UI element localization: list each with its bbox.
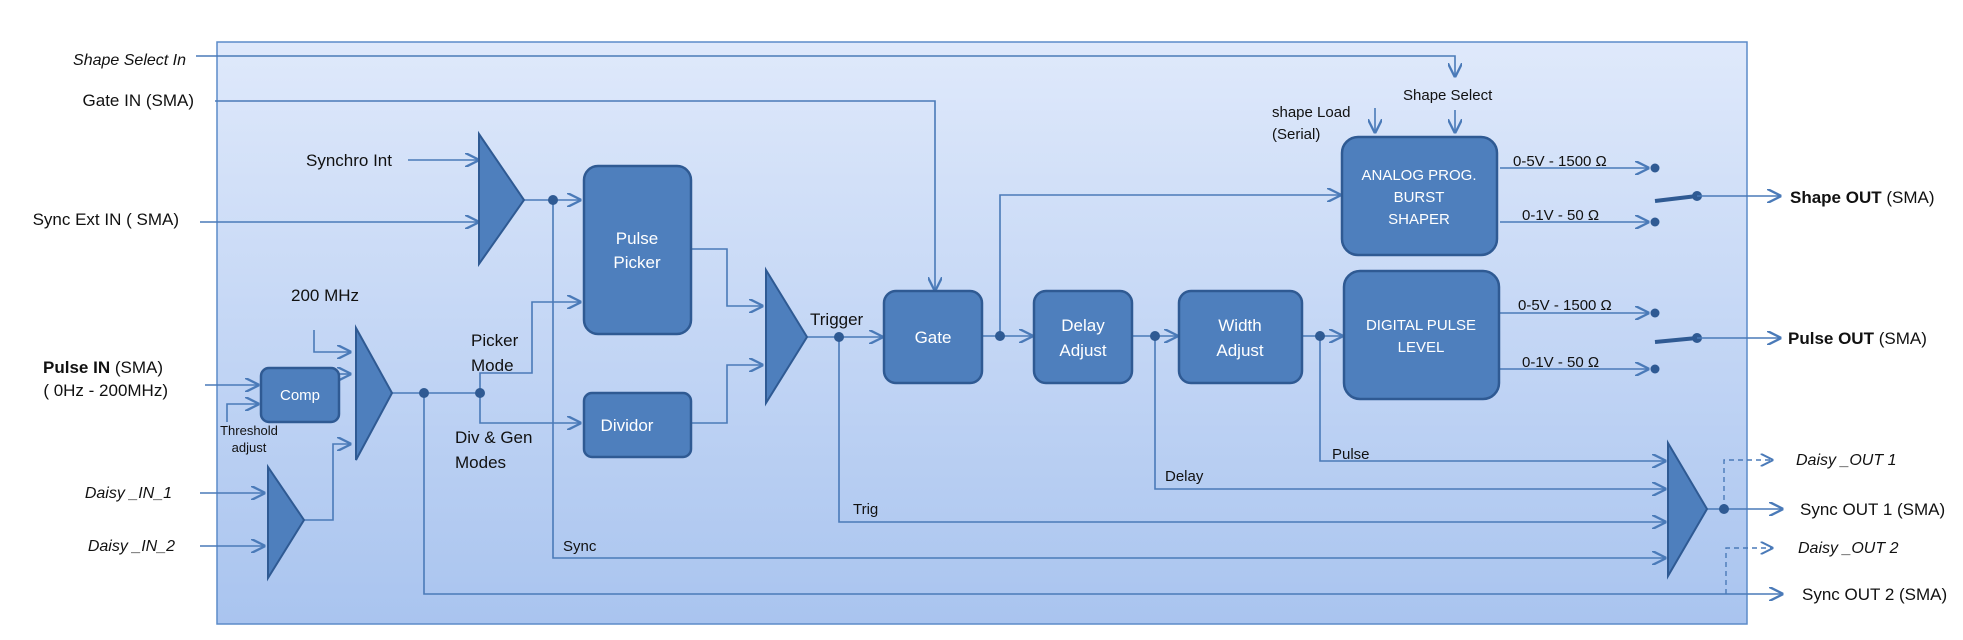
sync-ext-in-label: Sync Ext IN ( SMA) (33, 210, 179, 229)
delay-adjust-label-2: Adjust (1059, 341, 1107, 360)
mux-sync (478, 130, 526, 268)
dividor-block (582, 391, 693, 459)
dividor-label: Dividor (601, 416, 654, 435)
digital-pulse-label-1: DIGITAL PULSE (1366, 317, 1476, 334)
gate-in-label: Gate IN (SMA) (83, 91, 194, 110)
wire-daisy-out-1 (1723, 460, 1772, 509)
wire-daisy-out-2 (1725, 548, 1772, 594)
wire-dividor-out (691, 365, 762, 424)
daisy-in-1-label: Daisy _IN_1 (85, 485, 172, 502)
analog-shaper-block (1340, 135, 1499, 257)
shape-load-label-1: shape Load (1272, 104, 1350, 121)
pulse-in-label: Pulse IN (SMA) (43, 358, 163, 377)
comp-label: Comp (280, 387, 320, 404)
wire-daisy-mux-out (304, 444, 350, 521)
pulse-picker-label-1: Pulse (616, 229, 659, 248)
analog-5v-label: 0-5V - 1500 Ω (1513, 153, 1607, 170)
analog-shaper-label-1: ANALOG PROG. (1361, 167, 1476, 184)
trigger-label: Trigger (810, 310, 864, 329)
wire-picker-out (691, 248, 762, 306)
wire-div-mode (479, 393, 580, 423)
digital-5v-label: 0-5V - 1500 Ω (1518, 297, 1612, 314)
digital-1v-label: 0-1V - 50 Ω (1522, 354, 1599, 371)
shape-load-label-2: (Serial) (1272, 126, 1320, 143)
width-adjust-block (1177, 289, 1304, 385)
delay-adjust-block (1032, 289, 1134, 385)
sync-label: Sync (563, 538, 597, 555)
div-gen-label-2: Modes (455, 453, 506, 472)
pulse-in-range-label: ( 0Hz - 200MHz) (43, 381, 168, 400)
wire-pulse-bus (1319, 336, 1665, 461)
wire-picker-mode (479, 302, 580, 393)
switch-shape (1654, 194, 1698, 203)
sync-out-1-label: Sync OUT 1 (SMA) (1800, 500, 1945, 519)
wire-200mhz (313, 330, 350, 352)
comp-block (259, 366, 341, 424)
picker-mode-label-2: Mode (471, 356, 514, 375)
gate-block (882, 289, 984, 385)
width-adjust-label-2: Adjust (1216, 341, 1264, 360)
daisy-out-2-label: Daisy _OUT 2 (1798, 540, 1899, 557)
gate-label: Gate (915, 328, 952, 347)
digital-pulse-label-2: LEVEL (1398, 339, 1445, 356)
sync-out-2-label: Sync OUT 2 (SMA) (1802, 585, 1947, 604)
wire-shape-select-in (196, 55, 1455, 76)
wire-gate-in (215, 100, 935, 290)
mux-output (1667, 439, 1709, 580)
wire-sync-out-2 (423, 393, 1782, 594)
delay-adjust-label-1: Delay (1061, 316, 1105, 335)
switch-pulse (1654, 336, 1698, 344)
picker-mode-label-1: Picker (471, 331, 519, 350)
wire-sync-bus (552, 200, 1665, 558)
analog-1v-label: 0-1V - 50 Ω (1522, 207, 1599, 224)
analog-shaper-label-2: BURST (1394, 189, 1445, 206)
daisy-in-2-label: Daisy _IN_2 (88, 538, 175, 555)
mux-daisy-in (267, 463, 306, 582)
wire-trig-bus (838, 337, 1665, 522)
shape-select-label: Shape Select (1403, 87, 1493, 104)
shape-select-in-label: Shape Select In (73, 52, 186, 69)
width-adjust-label-1: Width (1218, 316, 1261, 335)
shape-out-label: Shape OUT (SMA) (1790, 188, 1935, 207)
synchro-int-label: Synchro Int (306, 151, 392, 170)
threshold-label-2: adjust (232, 440, 267, 455)
daisy-out-1-label: Daisy _OUT 1 (1796, 452, 1896, 469)
pulse-label: Pulse (1332, 446, 1370, 463)
pulse-picker-block (582, 164, 693, 336)
wire-threshold (226, 404, 258, 422)
analog-shaper-label-3: SHAPER (1388, 211, 1450, 228)
wire-delay-bus (1154, 336, 1665, 489)
div-gen-label-1: Div & Gen (455, 428, 532, 447)
mux-pulse-in (355, 324, 394, 461)
wire-gate-to-shaper (999, 195, 1340, 336)
200mhz-label: 200 MHz (291, 286, 359, 305)
digital-pulse-block (1342, 269, 1501, 401)
mux-trigger (765, 266, 809, 407)
delay-label: Delay (1165, 468, 1204, 485)
threshold-label-1: Threshold (220, 423, 278, 438)
trig-label: Trig (853, 501, 878, 518)
pulse-picker-label-2: Picker (613, 253, 661, 272)
pulse-out-label: Pulse OUT (SMA) (1788, 329, 1927, 348)
